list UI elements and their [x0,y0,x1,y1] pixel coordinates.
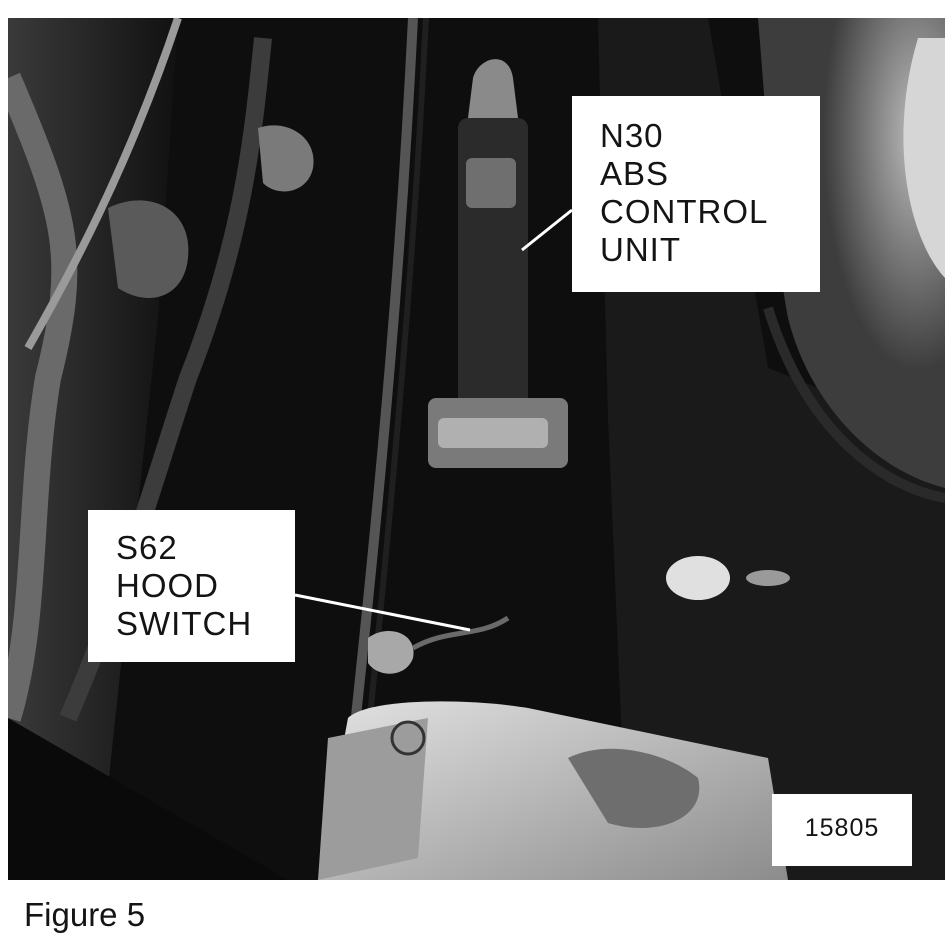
photo-number-box: 15805 [772,794,912,866]
abs-control-unit-callout: N30 ABS CONTROL UNIT [572,96,820,292]
battery-terminal [568,748,700,828]
abs-callout-line-2: ABS [600,155,670,192]
hood-callout-line-3: SWITCH [116,605,253,642]
right-edge-panel [903,38,945,278]
figure-caption: Figure 5 [24,896,146,933]
battery [318,701,788,880]
rubber-plug [666,556,730,600]
left-cable [24,18,182,350]
hood-switch-callout: S62 HOOD SWITCH [88,510,295,662]
abs-callout-line-4: UNIT [600,231,681,268]
battery-label [318,718,428,880]
hood-callout-line-2: HOOD [116,567,219,604]
abs-connector-top [468,59,518,118]
abs-base-highlight [438,418,548,448]
hood-switch [368,630,414,674]
hood-callout-line-1: S62 [116,529,178,566]
harness-clip [258,125,314,192]
strut-tower-rim [763,306,945,503]
left-hose [8,72,78,722]
photo-number: 15805 [804,814,880,842]
lower-left-shadow [8,718,288,880]
center-ridge-shadow [350,18,429,880]
plug-clip [746,570,790,586]
center-ridge [333,18,418,880]
left-bracket [108,200,189,298]
battery-logo [390,720,426,756]
hood-switch-wire [411,615,510,651]
abs-connector-mid [466,158,516,208]
abs-callout-line-1: N30 [600,117,664,154]
abs-callout-line-3: CONTROL [600,193,769,230]
